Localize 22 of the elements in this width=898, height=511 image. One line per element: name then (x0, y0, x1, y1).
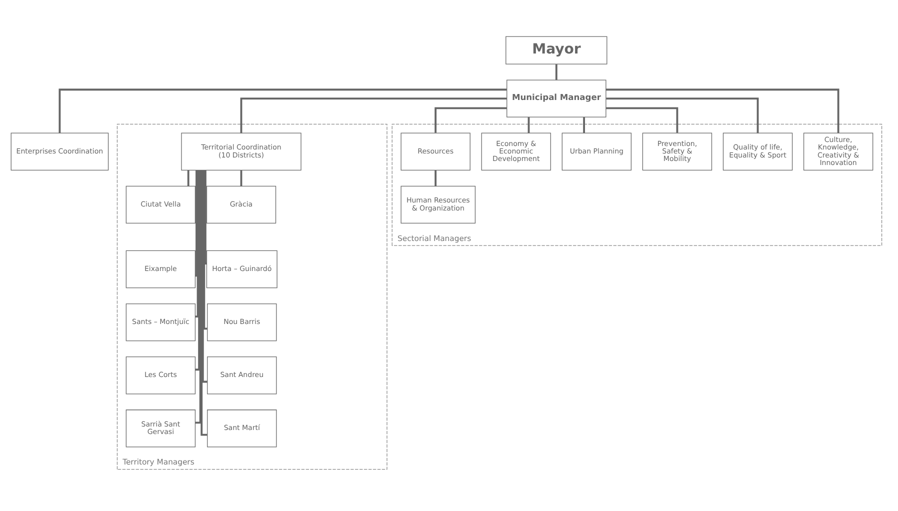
connector (195, 170, 198, 277)
connector (200, 170, 208, 436)
connector (434, 107, 507, 133)
connector (555, 64, 558, 80)
connector (434, 170, 437, 186)
connector (528, 117, 530, 133)
connector (195, 170, 200, 371)
connector (195, 170, 199, 318)
connector (240, 170, 242, 186)
node-box: Mayor (506, 36, 608, 64)
connector (195, 170, 202, 424)
connector (606, 98, 759, 134)
connector (203, 170, 208, 330)
connector (583, 117, 585, 133)
connector (606, 107, 678, 133)
connector (58, 88, 507, 134)
connector (187, 170, 190, 186)
connector (240, 98, 507, 134)
node-box: Municipal Manager (506, 80, 606, 118)
connector (202, 170, 208, 383)
connector (204, 170, 207, 264)
connector (606, 88, 840, 134)
